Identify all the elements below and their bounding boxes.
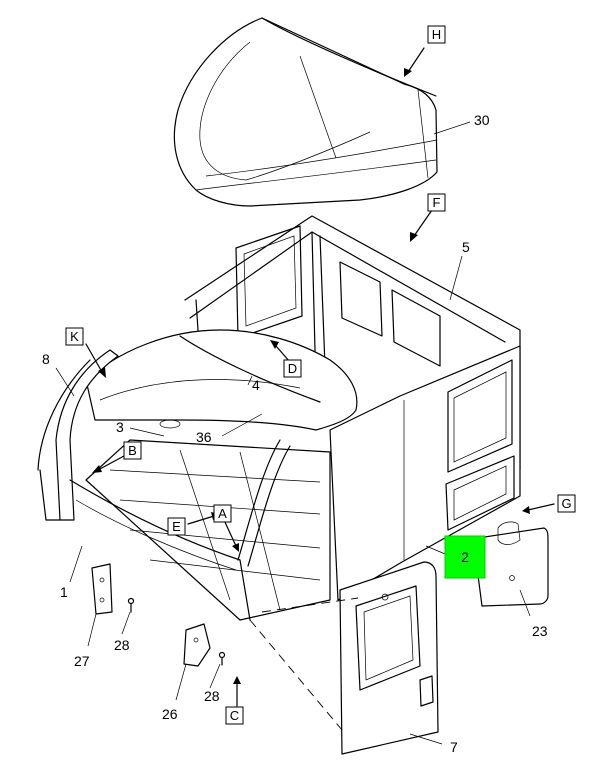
view-label-k: K <box>65 327 84 346</box>
highlighted-callout-2[interactable]: 2 <box>444 535 486 579</box>
svg-text:B: B <box>128 443 137 458</box>
view-label-e: E <box>167 517 186 536</box>
callout-4: 4 <box>252 377 260 393</box>
callout-23: 23 <box>532 623 548 639</box>
callout-3: 3 <box>116 419 124 435</box>
callout-28-upper: 28 <box>114 637 130 653</box>
callout-8: 8 <box>42 351 50 367</box>
view-label-c: C <box>225 706 244 725</box>
callout-30: 30 <box>474 112 490 128</box>
callout-36: 36 <box>196 429 212 445</box>
view-label-h: H <box>427 25 446 44</box>
hinge-parts <box>91 563 226 667</box>
callout-7: 7 <box>450 739 458 755</box>
svg-text:K: K <box>70 329 79 344</box>
callout-1: 1 <box>60 584 68 600</box>
callout-5: 5 <box>462 239 470 255</box>
callout-27: 27 <box>74 653 90 669</box>
access-panel-part <box>475 521 549 607</box>
svg-text:D: D <box>288 361 297 376</box>
svg-text:G: G <box>561 496 571 511</box>
view-arrows <box>85 47 555 707</box>
svg-text:A: A <box>218 506 227 521</box>
svg-text:H: H <box>432 27 441 42</box>
view-label-d: D <box>283 359 302 378</box>
assembly-lines <box>249 597 359 731</box>
view-label-a: A <box>213 504 232 523</box>
svg-text:2: 2 <box>461 549 469 565</box>
callout-28-lower: 28 <box>204 688 220 704</box>
view-label-b: B <box>123 441 142 460</box>
callout-26: 26 <box>162 706 178 722</box>
svg-text:F: F <box>433 195 441 210</box>
svg-text:C: C <box>230 708 239 723</box>
svg-text:E: E <box>172 519 181 534</box>
door-part <box>339 561 439 755</box>
view-label-f: F <box>427 193 446 212</box>
leader-lines <box>55 121 531 745</box>
roof-cap-part <box>173 17 438 207</box>
view-label-g: G <box>557 494 576 513</box>
